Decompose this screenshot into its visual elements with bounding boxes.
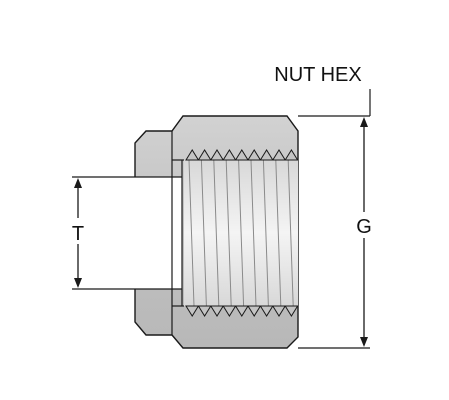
thread-tooth: [185, 305, 200, 317]
thread-crest-line: [188, 159, 195, 307]
dimension-t-label: T: [72, 223, 84, 245]
dimension-g: [298, 115, 376, 349]
thread-crest-line: [213, 159, 220, 307]
thread-tooth: [222, 149, 237, 161]
thread-crest-line: [238, 159, 245, 307]
thread-crest-line: [287, 159, 294, 307]
tube-bore: [134, 177, 182, 289]
thread-crest-line: [225, 159, 232, 307]
thread-tooth: [197, 149, 212, 161]
thread-teeth-top: [185, 149, 299, 161]
nut-hex-label: NUT HEX: [274, 64, 361, 86]
dimension-t: [68, 178, 88, 288]
thread-tooth: [209, 305, 225, 317]
thread-tooth: [271, 149, 287, 161]
thread-tooth: [284, 305, 299, 317]
thread-tooth: [271, 305, 287, 317]
thread-tooth: [259, 149, 274, 161]
thread-crest-lines: [188, 159, 294, 307]
thread-crest-line: [262, 159, 269, 307]
thread-tooth: [197, 305, 212, 317]
thread-tooth: [222, 305, 237, 317]
thread-crest-line: [200, 159, 207, 307]
thread-tooth: [234, 149, 249, 161]
thread-tooth: [247, 149, 262, 161]
thread-tooth: [209, 149, 225, 161]
thread-teeth-bottom: [185, 305, 299, 317]
thread-tooth: [259, 305, 274, 317]
thread-tooth: [234, 305, 249, 317]
thread-crest-line: [275, 159, 282, 307]
thread-crest-line: [250, 159, 257, 307]
thread-tooth: [185, 149, 200, 161]
dimension-g-label: G: [356, 216, 372, 238]
thread-tooth: [284, 149, 299, 161]
thread-tooth: [247, 305, 262, 317]
